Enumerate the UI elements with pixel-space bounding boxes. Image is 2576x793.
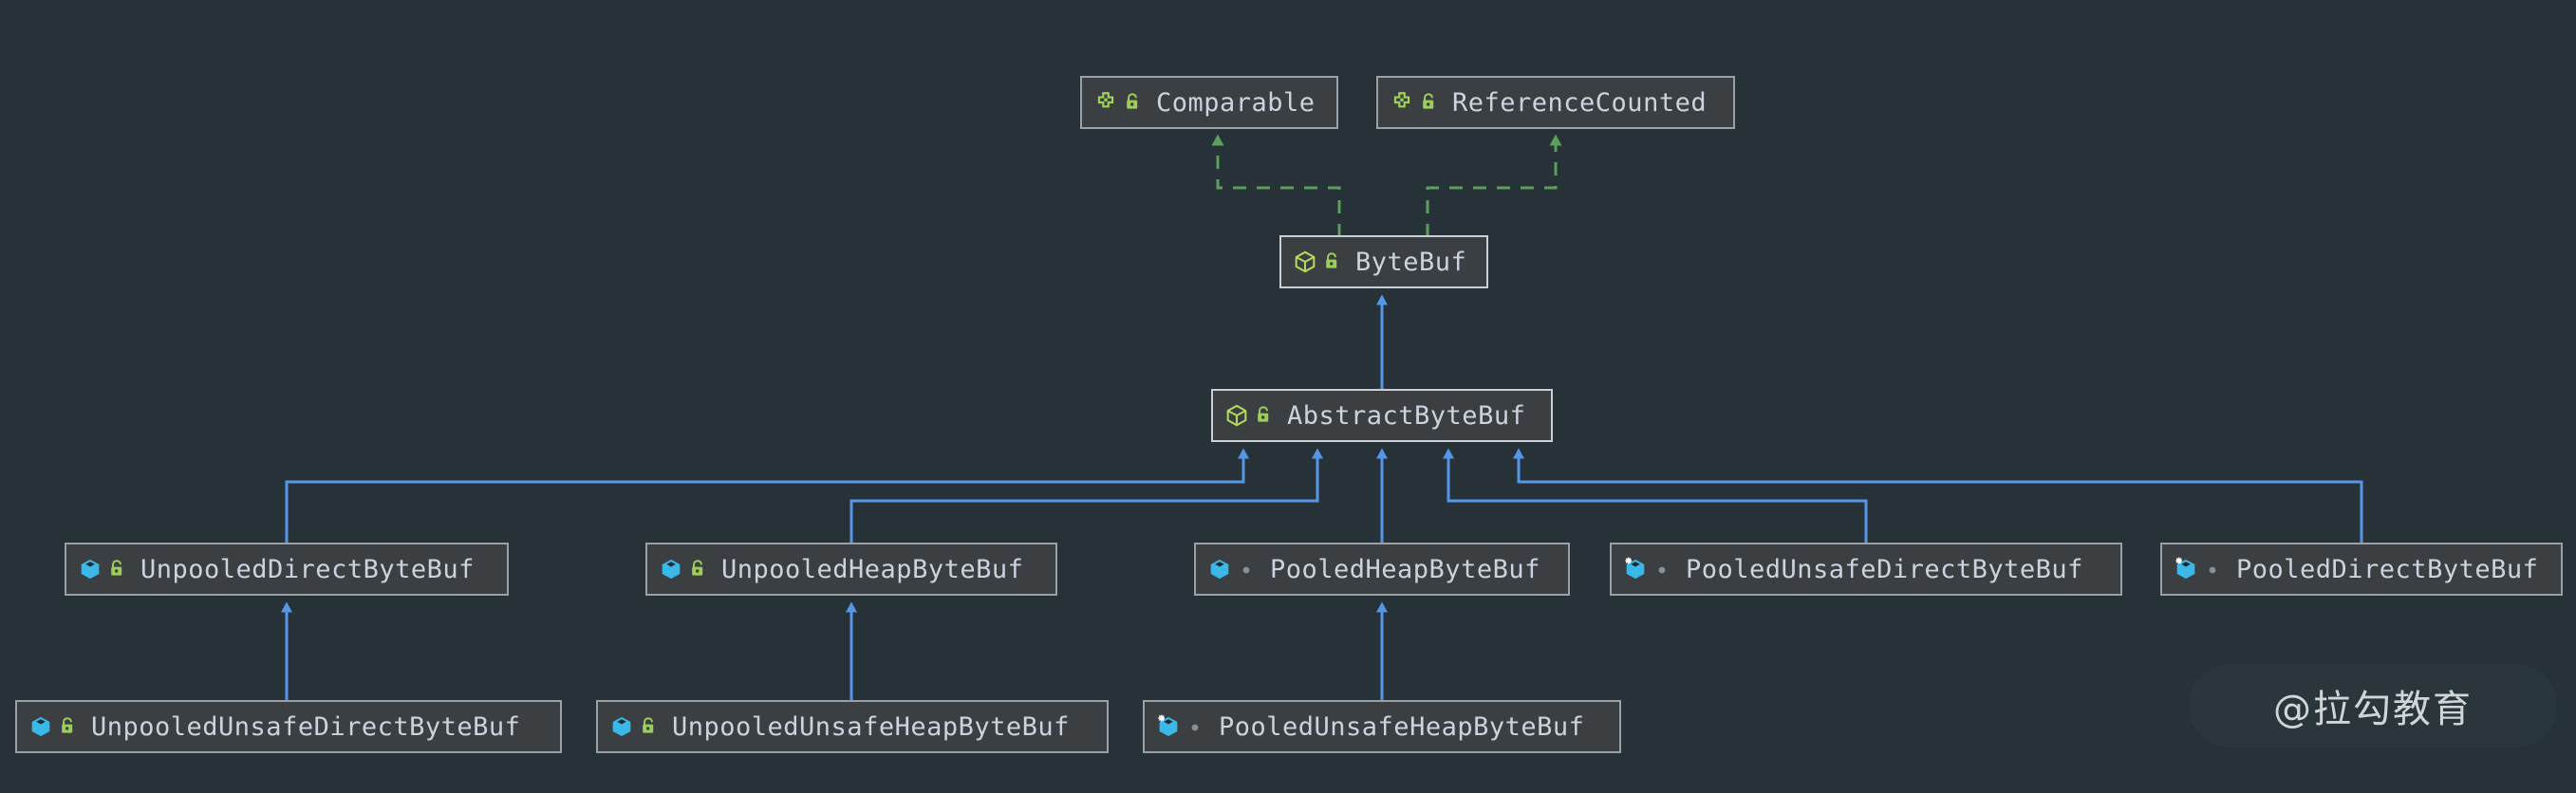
unlocked-green-icon — [1423, 93, 1434, 109]
unlocked-green-icon — [692, 560, 703, 576]
class-node-label: PooledDirectByteBuf — [2236, 554, 2539, 584]
class-icon — [81, 559, 100, 580]
class-node-label: PooledUnsafeHeapByteBuf — [1219, 711, 1585, 742]
class-node-pooleddirectbytebuf[interactable]: PooledDirectByteBuf — [2160, 543, 2563, 596]
abstract-class-icon — [1295, 250, 1316, 273]
unlocked-green-icon — [1326, 252, 1337, 268]
package-dot-icon — [1658, 566, 1666, 574]
class-icon — [1210, 559, 1229, 580]
class-node-abstractbytebuf[interactable]: AbstractByteBuf — [1211, 389, 1553, 442]
class-node-pooledheapbytebuf[interactable]: PooledHeapByteBuf — [1194, 543, 1570, 596]
package-dot-icon — [1191, 724, 1199, 731]
class-icon — [31, 716, 50, 737]
class-node-label: UnpooledUnsafeHeapByteBuf — [672, 711, 1070, 742]
final-class-icon — [2175, 557, 2195, 580]
class-node-label: PooledUnsafeDirectByteBuf — [1686, 554, 2083, 584]
final-class-icon — [1158, 714, 1178, 737]
unlocked-green-icon — [1258, 406, 1269, 422]
class-node-label: AbstractByteBuf — [1287, 400, 1526, 431]
inheritance-edges — [281, 294, 2363, 700]
class-node-label: PooledHeapByteBuf — [1270, 554, 1540, 584]
watermark-text: @拉勾教育 — [2273, 688, 2473, 731]
class-node-unpooledunsafedirectbytebuf[interactable]: UnpooledUnsafeDirectByteBuf — [15, 700, 562, 753]
package-dot-icon — [1242, 566, 1250, 574]
class-node-pooledunsafeheapbytebuf[interactable]: PooledUnsafeHeapByteBuf — [1143, 700, 1621, 753]
edge-unpooleddirect-to-abstract — [285, 448, 1249, 543]
abstract-class-icon — [1226, 404, 1247, 427]
realization-edges — [1211, 134, 1562, 237]
unlocked-green-icon — [62, 717, 73, 733]
class-node-label: ReferenceCounted — [1452, 87, 1708, 118]
watermark-badge: @拉勾教育 — [2189, 664, 2557, 747]
interface-icon — [1393, 92, 1410, 108]
class-node-bytebuf[interactable]: ByteBuf — [1279, 235, 1488, 288]
unlocked-green-icon — [643, 717, 654, 733]
class-node-pooledunsafedirectbytebuf[interactable]: PooledUnsafeDirectByteBuf — [1610, 543, 2122, 596]
edge-bytebuf-to-comparable — [1211, 134, 1341, 237]
class-node-label: Comparable — [1156, 87, 1316, 118]
class-node-referencecounted[interactable]: ReferenceCounted — [1376, 76, 1735, 129]
class-icon — [662, 559, 681, 580]
edge-pooleddirect-to-abstract — [1513, 448, 2363, 543]
class-node-label: ByteBuf — [1355, 247, 1467, 277]
unlocked-green-icon — [1127, 93, 1138, 109]
edge-bytebuf-to-referencecounted — [1426, 134, 1562, 237]
edge-unpooledheap-to-abstract — [849, 448, 1323, 543]
package-dot-icon — [2209, 566, 2216, 574]
class-node-label: UnpooledHeapByteBuf — [721, 554, 1024, 584]
class-node-unpooledheapbytebuf[interactable]: UnpooledHeapByteBuf — [645, 543, 1057, 596]
class-node-unpooleddirectbytebuf[interactable]: UnpooledDirectByteBuf — [65, 543, 509, 596]
interface-icon — [1097, 92, 1114, 108]
class-node-comparable[interactable]: Comparable — [1080, 76, 1338, 129]
class-icon — [612, 716, 631, 737]
final-class-icon — [1625, 557, 1645, 580]
class-node-label: UnpooledDirectByteBuf — [140, 554, 475, 584]
class-node-label: UnpooledUnsafeDirectByteBuf — [91, 711, 521, 742]
unlocked-green-icon — [111, 560, 122, 576]
class-node-unpooledunsafeheapbytebuf[interactable]: UnpooledUnsafeHeapByteBuf — [596, 700, 1109, 753]
edge-pooledunsafedirect-to-abstract — [1443, 448, 1868, 543]
